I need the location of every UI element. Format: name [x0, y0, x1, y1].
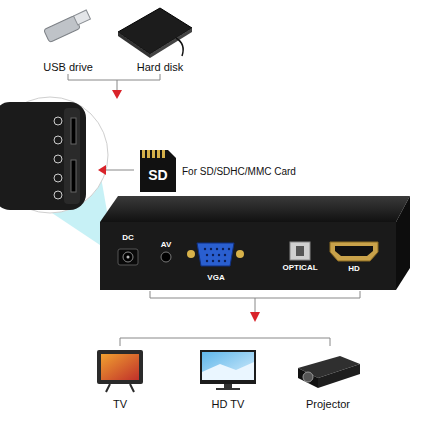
bracket — [120, 291, 360, 346]
device-label: HD TV — [212, 398, 245, 410]
port-label: AV — [161, 241, 172, 250]
port-label: VGA — [207, 274, 224, 283]
device-label: USB drive — [43, 61, 93, 73]
media-player-box — [100, 196, 410, 290]
arrow-head — [250, 312, 260, 322]
side-panel-closeup — [0, 97, 108, 213]
device-label: Projector — [306, 398, 350, 410]
device-label: TV — [113, 398, 127, 410]
port-label: HD — [348, 265, 360, 274]
device-label: Hard disk — [137, 61, 183, 73]
arrow-head — [112, 90, 122, 99]
hd-tv-icon — [200, 350, 256, 390]
usb-drive-icon — [44, 10, 91, 43]
tv-icon — [97, 350, 143, 392]
projector-icon — [298, 356, 360, 388]
card-logo: SD — [148, 168, 167, 183]
hard-disk-icon — [118, 8, 192, 58]
bracket — [68, 74, 160, 90]
card-note: For SD/SDHC/MMC Card — [182, 166, 296, 177]
arrow-head — [98, 165, 106, 175]
port-label: OPTICAL — [282, 264, 317, 273]
sd-card-icon — [140, 150, 176, 192]
port-label: DC — [122, 234, 134, 243]
